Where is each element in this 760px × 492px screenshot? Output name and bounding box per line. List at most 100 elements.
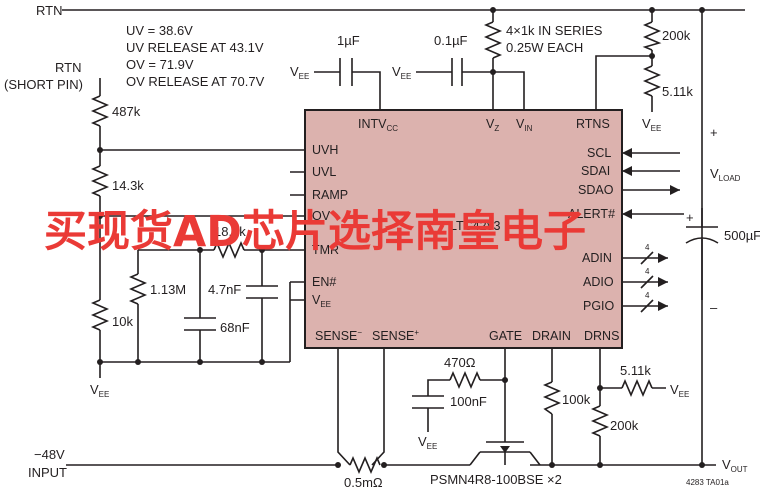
- label-68nf: 68nF: [220, 320, 250, 335]
- pin-sense-minus: SENSE−: [315, 328, 362, 343]
- pin-vz: VZ: [486, 117, 499, 133]
- label-5-11k-drns: 5.11k: [620, 363, 651, 378]
- vee-vin-cap: VEE: [392, 64, 411, 81]
- vout-label: VOUT: [722, 457, 748, 474]
- vee-intvcc-cap: VEE: [290, 64, 309, 81]
- rtn-short-pin-label: (SHORT PIN): [4, 77, 83, 92]
- label-1-13m: 1.13M: [150, 282, 186, 297]
- pin-drain: DRAIN: [532, 329, 571, 343]
- label-zener-1: 4×1k IN SERIES: [506, 23, 603, 38]
- label-0-1uf: 0.1µF: [434, 33, 468, 48]
- note-ov: OV = 71.9V: [126, 57, 194, 72]
- vload-label: VLOAD: [710, 166, 741, 183]
- resistor-1-13m: [128, 273, 148, 305]
- label-500uf: 500µF: [724, 228, 760, 243]
- input-voltage-label: −48V: [34, 447, 65, 462]
- label-1uf: 1µF: [337, 33, 360, 48]
- pin-vee: VEE: [312, 293, 331, 309]
- label-100k: 100k: [562, 392, 591, 407]
- capacitors: [184, 58, 719, 409]
- pin-adio: ADIO: [583, 275, 614, 289]
- pin-uvl: UVL: [312, 165, 336, 179]
- vee-drns: VEE: [670, 382, 689, 399]
- rail-labels: RTN −48V INPUT VOUT VLOAD + + –: [28, 3, 748, 480]
- resistor-487k: [90, 95, 110, 127]
- label-10k: 10k: [112, 314, 133, 329]
- label-4-7nf: 4.7nF: [208, 282, 241, 297]
- vload-plus: +: [710, 125, 718, 140]
- vee-left: VEE: [90, 382, 109, 399]
- figure-code: 4283 TA01a: [686, 478, 729, 487]
- notes-block: UV = 38.6V UV RELEASE AT 43.1V OV = 71.9…: [4, 23, 265, 92]
- label-18-2k: 18.2k: [214, 224, 246, 239]
- label-bus-adin: 4: [645, 243, 650, 252]
- pin-scl: SCL: [587, 146, 611, 160]
- pin-ov: OV: [312, 209, 331, 223]
- label-487k: 487k: [112, 104, 141, 119]
- pin-sdai: SDAI: [581, 164, 610, 178]
- pin-pgio: PGIO: [583, 299, 615, 313]
- input-label: INPUT: [28, 465, 67, 480]
- capacitor-0-1uf: [451, 58, 463, 86]
- resistor-sense: [349, 455, 381, 475]
- watermark-text: 买现货AD芯片选择南皇电子: [44, 207, 586, 257]
- label-5-11k-top: 5.11k: [662, 84, 693, 99]
- vee-gate-cap: VEE: [418, 434, 437, 451]
- mosfet-symbol: [469, 441, 541, 466]
- resistor-5-11k-top: [642, 65, 662, 97]
- pin-gate: GATE: [489, 329, 522, 343]
- vee-rtns: VEE: [642, 116, 661, 133]
- label-bus-pgio: 4: [645, 291, 650, 300]
- pin-adin: ADIN: [582, 251, 612, 265]
- capacitor-4-7nf: [246, 285, 278, 299]
- pin-ramp: RAMP: [312, 188, 348, 202]
- label-zener-2: 0.25W EACH: [506, 40, 583, 55]
- resistor-200k-top: [642, 21, 662, 51]
- label-470-ohm: 470Ω: [444, 355, 476, 370]
- vload-minus: –: [710, 300, 718, 315]
- resistor-10k: [90, 299, 110, 331]
- capacitor-1uf: [339, 58, 353, 86]
- resistor-100k: [542, 381, 562, 415]
- pin-sense-plus: SENSE+: [372, 328, 419, 343]
- chip-name: LTC4283: [450, 219, 501, 233]
- note-ov-release: OV RELEASE AT 70.7V: [126, 74, 265, 89]
- capacitor-500uf: [685, 226, 719, 244]
- resistor-zener-string: [483, 21, 503, 59]
- label-sense-resistor: 0.5mΩ: [344, 475, 383, 490]
- label-14-3k: 14.3k: [112, 178, 144, 193]
- resistor-5-11k-drns: [621, 378, 653, 398]
- capacitor-100nf: [412, 395, 444, 409]
- pin-sdao: SDAO: [578, 183, 614, 197]
- pin-uvh: UVH: [312, 143, 338, 157]
- rtn-label: RTN: [36, 3, 62, 18]
- component-labels: 1µF 0.1µF 4×1k IN SERIES 0.25W EACH 200k…: [112, 23, 760, 490]
- cap-plus: +: [686, 210, 694, 225]
- label-mosfet: PSMN4R8-100BSE ×2: [430, 472, 562, 487]
- vee-labels: VEE VEE VEE VEE VEE VEE: [90, 64, 689, 451]
- ic-ltc4283: [304, 109, 623, 349]
- junctions: [97, 7, 705, 468]
- ic-pin-labels: INTVCC VZ VIN RTNS UVH UVL RAMP OV TMR E…: [312, 117, 619, 343]
- pin-en: EN#: [312, 275, 336, 289]
- rtn-short-label: RTN: [55, 60, 81, 75]
- label-200k-top: 200k: [662, 28, 691, 43]
- resistors: [90, 21, 662, 475]
- pin-rtns: RTNS: [576, 117, 610, 131]
- pin-tmr: TMR: [312, 243, 339, 257]
- label-100nf: 100nF: [450, 394, 487, 409]
- pin-intvcc: INTVCC: [358, 117, 398, 133]
- note-uv: UV = 38.6V: [126, 23, 193, 38]
- pin-drns: DRNS: [584, 329, 619, 343]
- label-bus-adio: 4: [645, 267, 650, 276]
- note-uv-release: UV RELEASE AT 43.1V: [126, 40, 264, 55]
- pin-vin: VIN: [516, 117, 533, 133]
- bus-arrows: [622, 148, 680, 313]
- resistor-18-2k: [213, 240, 245, 260]
- resistor-200k-drns: [590, 405, 610, 437]
- capacitor-68nf: [184, 317, 216, 331]
- resistor-470-ohm: [449, 370, 481, 390]
- pin-alert: ALERT#: [568, 207, 615, 221]
- label-200k-drns: 200k: [610, 418, 639, 433]
